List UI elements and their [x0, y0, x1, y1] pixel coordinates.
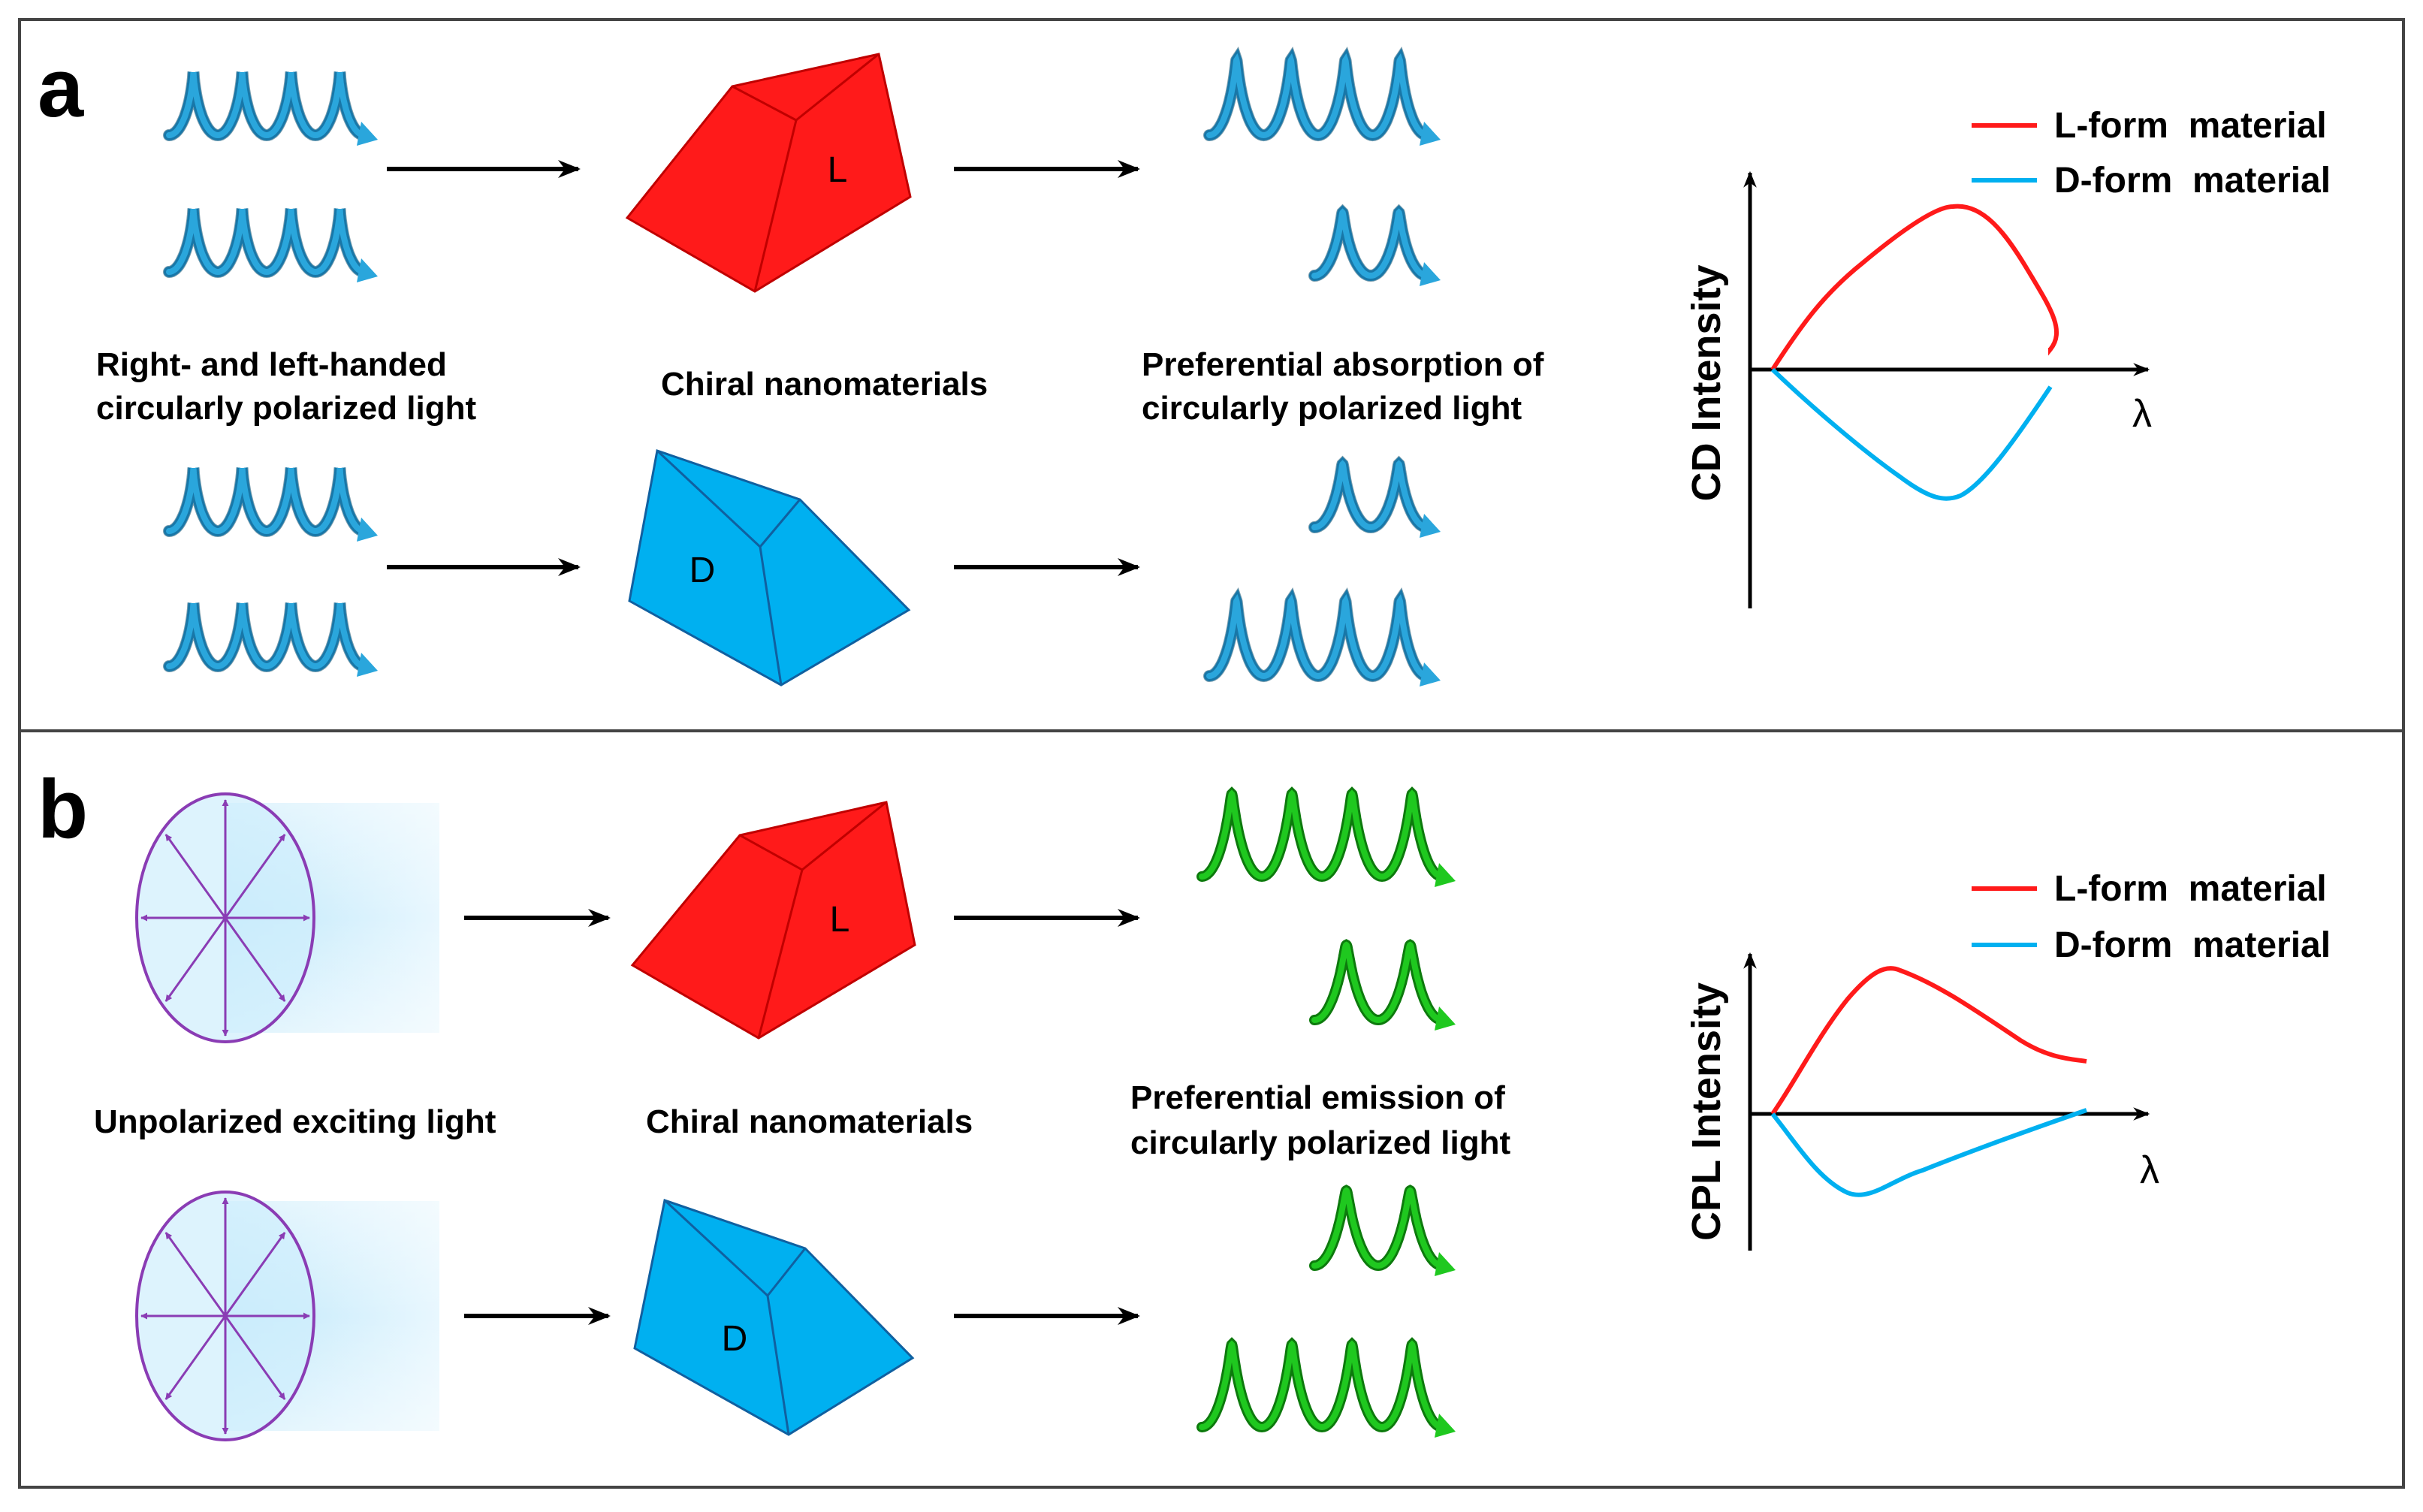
caption-output-line2: circularly polarized light: [1130, 1124, 1510, 1161]
legend-l-form: L-form material: [2054, 869, 2327, 909]
cpl-x-axis-label: λ: [2140, 1148, 2159, 1192]
caption-output-line1: Preferential emission of: [1130, 1079, 1505, 1116]
legend-d-form: D-form material: [2054, 925, 2331, 965]
panel-b: b L D Unpolarized exci: [38, 763, 2331, 1441]
prism-icon: L: [630, 801, 916, 1040]
figure-border: [18, 18, 2405, 1489]
cpl-y-axis-label: CPL Intensity: [1684, 982, 1729, 1241]
cd-l-form-curve: [1770, 204, 2059, 371]
cd-x-axis-label: λ: [2132, 392, 2152, 436]
cd-chart: CD Intensity λ L-form material D-form ma…: [1684, 106, 2331, 608]
legend-d-form: D-form material: [2054, 161, 2331, 201]
cd-y-axis-label: CD Intensity: [1684, 264, 1729, 501]
helix-icon: [1308, 204, 1441, 286]
helix-icon: [1308, 455, 1441, 538]
prism-d-label: D: [689, 551, 716, 590]
prism-icon: L: [625, 53, 912, 293]
helix-icon: [1309, 939, 1456, 1031]
caption-material: Chiral nanomaterials: [661, 366, 988, 403]
helix-icon: [1196, 1337, 1456, 1438]
caption-input-line2: circularly polarized light: [96, 390, 476, 427]
legend-l-form: L-form material: [2054, 106, 2327, 146]
helix-icon: [163, 208, 378, 282]
prism-l-label: L: [830, 900, 850, 940]
caption-input: Unpolarized exciting light: [94, 1103, 496, 1140]
panel-a-letter: a: [38, 42, 84, 134]
helix-icon: [163, 467, 378, 542]
helix-icon: [163, 71, 378, 146]
caption-output-line1: Preferential absorption of: [1142, 346, 1544, 383]
panel-b-letter: b: [38, 763, 88, 856]
ellipse-polarization-icon: [135, 792, 439, 1043]
prism-icon: D: [633, 1199, 915, 1436]
helix-icon: [1203, 587, 1441, 687]
prism-icon: D: [628, 449, 911, 687]
cd-legend: L-form material D-form material: [1972, 106, 2331, 201]
panel-a: a L D Right-: [38, 42, 2331, 687]
helix-icon: [1196, 786, 1456, 887]
helix-icon: [163, 602, 378, 677]
prism-l-label: L: [828, 150, 848, 190]
helix-icon: [1203, 46, 1441, 146]
caption-output-line2: circularly polarized light: [1142, 390, 1522, 427]
cpl-chart: CPL Intensity λ L-form material D-form m…: [1684, 869, 2331, 1251]
cd-d-form-curve: [1770, 367, 2053, 501]
caption-input-line1: Right- and left-handed: [96, 346, 447, 383]
cpl-d-form-curve: [1770, 1108, 2087, 1197]
helix-icon: [1309, 1185, 1456, 1276]
ellipse-polarization-icon: [135, 1191, 439, 1441]
prism-d-label: D: [722, 1319, 748, 1359]
cpl-l-form-curve: [1770, 966, 2087, 1115]
caption-material: Chiral nanomaterials: [646, 1103, 973, 1140]
cpl-legend: L-form material D-form material: [1972, 869, 2331, 965]
